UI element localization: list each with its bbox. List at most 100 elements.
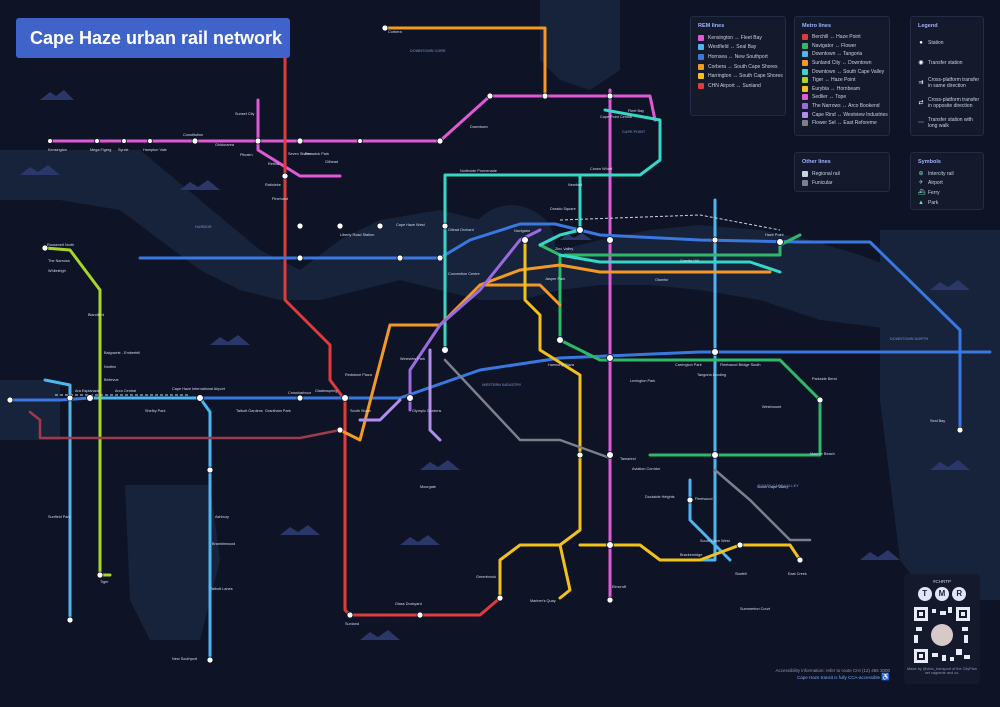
station-dots[interactable] — [6, 24, 964, 664]
station-label: Tamarind — [620, 457, 636, 461]
station-label: Fleetwood Bridge South — [720, 363, 761, 367]
legend-row: Navigator ↔ Flower — [795, 42, 889, 51]
station-label: Cape Point Central — [600, 115, 632, 119]
station-label: Fleetwood — [695, 497, 713, 501]
station-label: Fleet Bay — [628, 109, 644, 113]
legend-row: CHN Airport ↔ Sunland — [691, 81, 785, 91]
line-badge — [802, 85, 808, 92]
airport-icon: ✈ — [918, 180, 924, 187]
station-label: Hampton Vale — [143, 148, 167, 152]
legend-label: Eurybia ↔ Hornbeam — [812, 85, 861, 92]
station-label: Bellevue — [104, 378, 119, 382]
qr-code[interactable] — [912, 605, 972, 665]
legend-label: Downtown ↔ South Cape Valley — [812, 68, 885, 75]
station-label: Carrington Park — [675, 363, 702, 367]
station-label: Ashbury — [215, 515, 229, 519]
legend-row: Sedlier ↔ Tope — [795, 93, 889, 102]
legend-label: Harrington ↔ South Cape Shores — [708, 73, 783, 80]
station-label: Pitcairn — [240, 153, 253, 157]
station-label: Summerton Court — [740, 607, 771, 611]
station-label: Constitution — [183, 133, 203, 137]
wheelchair-icon: ♿ — [881, 674, 890, 681]
station-label: East Creek — [788, 572, 807, 576]
legend-label: Sunland City ↔ Downtown — [812, 60, 872, 67]
line-grey[interactable] — [443, 358, 812, 542]
station-labels: Kensington Mega Figerg Syrcle Hampton Va… — [47, 30, 945, 661]
legend-label: Sedlier ↔ Tope — [812, 94, 847, 101]
station-label: Gilead Orchard — [448, 228, 474, 232]
legend-label: Cross-platform transfer in same directio… — [928, 77, 980, 89]
station-label: Ghidorarea — [215, 143, 235, 147]
line-green[interactable] — [538, 233, 822, 457]
station-label: Blandford — [88, 313, 104, 317]
station-label: Cape Haze West — [396, 223, 426, 227]
line-badge — [802, 60, 808, 67]
transit-t-button[interactable]: T — [917, 587, 932, 601]
transit-r-button[interactable]: R — [952, 587, 967, 601]
legend-label: Transfer station — [928, 60, 963, 66]
legend-label: Berchill ↔ Haze Point — [812, 34, 861, 41]
station-label: Olympic Gardens — [412, 409, 441, 413]
line-badge — [802, 51, 808, 58]
legend-row: Corbera ↔ South Cape Shores — [691, 62, 785, 72]
water-east-sea — [880, 230, 1000, 600]
legend-label: Cross-platform transfer in opposite dire… — [928, 97, 980, 109]
regional-rail-dashed — [55, 214, 781, 396]
legend-row: Regional rail — [795, 169, 889, 179]
legend-row: Downtown ↔ South Cape Valley — [795, 67, 889, 76]
line-badge — [698, 73, 704, 80]
line-badge — [802, 120, 808, 127]
district-label: WESTERN INDUSTRY — [482, 383, 522, 387]
legend-row: Westfield ↔ Seal Bay — [691, 43, 785, 53]
legend-row: Berchill ↔ Haze Point — [795, 33, 889, 42]
station-label: Sunfield Park — [48, 515, 71, 519]
station-label: Convention Centre — [448, 272, 480, 276]
station-icon: ● — [919, 40, 923, 46]
station-label: Whiteleigh — [48, 269, 66, 273]
station-label: Starfell — [735, 572, 747, 576]
legend-label: Hornsea ↔ New Southport — [708, 53, 768, 60]
legend-label: Transfer station with long walk — [928, 117, 973, 129]
station-label: Syrcle — [118, 148, 129, 152]
station-label: Shelby Park — [145, 409, 166, 413]
legend-metro-lines: Metro lines Berchill ↔ Haze Point Naviga… — [794, 16, 890, 136]
station-label: Grantham Park — [265, 409, 291, 413]
station-label: Sunset City — [235, 112, 255, 116]
intercity-rail-icon: ⊕ — [918, 170, 924, 177]
station-label: Liberty Road Station — [340, 233, 374, 237]
line-orange[interactable] — [338, 26, 772, 442]
station-label: Lexington Park — [630, 379, 655, 383]
station-label: Elmcroft — [612, 585, 627, 589]
line-teal[interactable] — [443, 108, 782, 352]
station-label: Brackenridge — [680, 553, 702, 557]
legend-row: ⇄Cross-platform transfer in opposite dir… — [911, 93, 983, 113]
line-badge — [802, 94, 808, 101]
station-label: Gilhead — [325, 160, 338, 164]
transit-m-button[interactable]: M — [935, 587, 949, 601]
line-darkred[interactable] — [28, 410, 342, 440]
station-label: Ratioleke — [265, 183, 281, 187]
legend-label: Park — [928, 199, 939, 206]
line-badge — [698, 82, 704, 89]
legend-label: Kensington ↔ Fleet Bay — [708, 34, 762, 41]
station-label: Mega Figerg — [90, 148, 111, 152]
station-label: Talbott Lanes — [210, 587, 233, 591]
legend-row: Cape Rind ↔ Westview Industries — [795, 110, 889, 119]
qr-caption: #CHRTP — [933, 579, 951, 584]
line-lightblue[interactable] — [43, 198, 732, 662]
station-label: Mariner's Quay — [530, 599, 556, 603]
station-label: New Southport — [172, 657, 198, 661]
district-label: DOWNTOWN CORE — [410, 49, 446, 53]
legend-label: CHN Airport ↔ Sunland — [708, 82, 761, 89]
station-label: Greenbrook — [476, 575, 496, 579]
line-lavender[interactable] — [358, 348, 442, 442]
station-label: Tiger — [100, 580, 109, 584]
line-badge — [698, 34, 704, 41]
station-label: Corbera — [388, 30, 403, 34]
station-label: Olamfor — [655, 278, 669, 282]
legend-label: Flower Sel ↔ East Reforeme — [812, 120, 877, 127]
legend-row: Flower Sel ↔ East Reforeme — [795, 119, 889, 128]
line-badge — [802, 34, 808, 41]
station-label: Kensington — [48, 148, 67, 152]
station-label: Cape Haze International Airport — [172, 387, 226, 391]
